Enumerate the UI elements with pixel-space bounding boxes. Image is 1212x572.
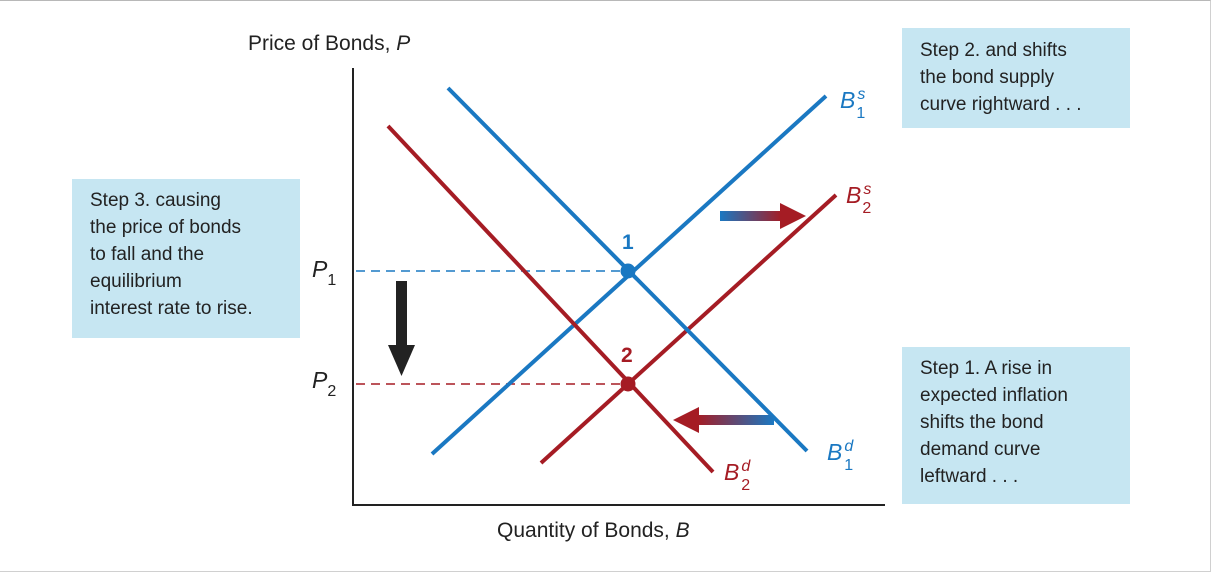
p2-label: P2 xyxy=(312,367,336,400)
supply-shift-arrow xyxy=(720,203,806,229)
p1-label: P1 xyxy=(312,256,336,289)
equilibrium-point-2 xyxy=(620,376,636,392)
y-axis-title: Price of Bonds, P xyxy=(248,32,410,55)
price-fall-arrow xyxy=(388,281,415,376)
step-3-note: Step 3. causing the price of bonds to fa… xyxy=(72,179,300,338)
demand-shift-arrow xyxy=(673,407,774,433)
x-axis-title: Quantity of Bonds, B xyxy=(497,519,690,542)
point-2-label: 2 xyxy=(621,344,633,367)
point-1-label: 1 xyxy=(622,231,634,254)
step-1-note: Step 1. A rise in expected inflation shi… xyxy=(902,347,1130,504)
step-2-note: Step 2. and shifts the bond supply curve… xyxy=(902,28,1130,128)
equilibrium-point-1 xyxy=(620,263,636,279)
demand-curve-2 xyxy=(386,124,715,474)
